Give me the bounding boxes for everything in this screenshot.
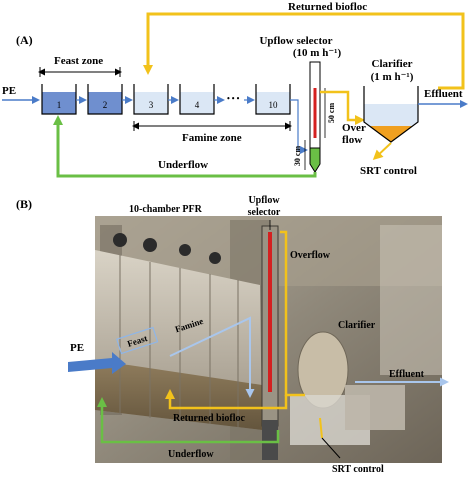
overflow-line (320, 90, 365, 125)
chamber-2-label: 2 (103, 100, 108, 110)
chamber-10-label: 10 (269, 100, 279, 110)
chamber-3: 3 (133, 84, 169, 115)
overflow-label-1: Over (342, 122, 366, 134)
returned-biofloc-line (143, 12, 465, 90)
chamber-1-label: 1 (57, 100, 62, 110)
chamber-4-label: 4 (195, 100, 200, 110)
effluent-label: Effluent (389, 369, 425, 380)
chamber-4: 4 (179, 84, 215, 115)
overflow-label-2: flow (342, 134, 362, 146)
pe-label: PE (2, 85, 16, 97)
underflow-line (53, 115, 317, 178)
selector-label-1: Upflow (248, 195, 280, 206)
returned-biofloc-label: Returned biofloc (173, 413, 246, 424)
pe-label: PE (70, 342, 84, 354)
returned-biofloc-label: Returned biofloc (288, 1, 367, 13)
upflow-selector-rate: (10 m h⁻¹) (293, 47, 342, 59)
overflow-path-photo (280, 230, 305, 397)
clarifier-rate: (1 m h⁻¹) (371, 71, 414, 83)
chamber-1: 1 (41, 84, 77, 115)
srt-control-arrow (372, 142, 392, 161)
panel-a: (A) Returned biofloc Feast zone PE 1 2 3 (2, 1, 468, 178)
chamber-ellipsis: • • • (227, 94, 240, 103)
clarifier-label: Clarifier (372, 58, 413, 70)
underflow-path (97, 397, 280, 444)
underflow-label: Underflow (168, 449, 214, 460)
panel-b-label: (B) (16, 197, 32, 211)
feast-zone-label: Feast zone (54, 55, 103, 67)
srt-control-label: SRT control (332, 464, 384, 475)
height-30-label: 30 cm (293, 146, 302, 167)
panel-b: (B) 10-chamber PFR Upflow selector (16, 195, 449, 475)
height-50-label: 50 cm (327, 103, 336, 124)
pfr-title: 10-chamber PFR (129, 204, 203, 215)
famine-zone-label: Famine zone (182, 132, 242, 144)
underflow-label: Underflow (158, 159, 208, 171)
srt-control-label: SRT control (360, 165, 417, 177)
pe-arrow (68, 352, 126, 374)
panel-a-label: (A) (16, 33, 33, 47)
selector-label-2: selector (248, 207, 281, 218)
upflow-selector-label: Upflow selector (259, 35, 332, 47)
flow-arrow-photo (169, 316, 255, 398)
chamber-10: 10 (255, 84, 291, 115)
overflow-label: Overflow (290, 250, 331, 261)
clarifier (363, 86, 419, 143)
upflow-selector (309, 61, 321, 173)
chamber-3-label: 3 (149, 100, 154, 110)
chamber-2: 2 (87, 84, 123, 115)
clarifier-label: Clarifier (338, 320, 376, 331)
returned-biofloc-path (165, 389, 288, 410)
effluent-label: Effluent (424, 88, 463, 100)
